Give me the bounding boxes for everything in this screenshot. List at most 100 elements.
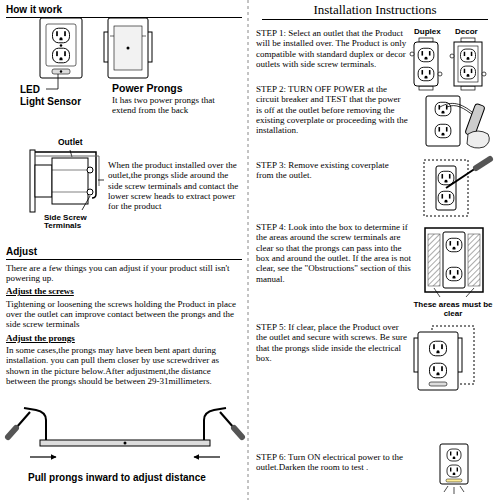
place-product-figure	[429, 382, 447, 386]
power-on-figure	[440, 444, 468, 494]
power-test-figure	[435, 124, 451, 138]
cover-plate-front	[53, 48, 70, 63]
prong-adjust-figure	[8, 428, 16, 437]
cover-plate-front	[60, 44, 63, 47]
cover-plate-front	[40, 18, 82, 78]
outlet-side-view	[82, 196, 90, 210]
power-test-figure	[447, 106, 474, 116]
clear-areas-figure	[428, 234, 440, 286]
clear-areas-figure	[468, 234, 480, 286]
outlet-side-view	[35, 156, 99, 186]
clear-areas-figure	[466, 288, 474, 297]
cover-plate-back	[110, 36, 114, 37]
place-product-figure	[414, 326, 474, 390]
power-on-figure	[444, 486, 448, 492]
outlet-side-view	[87, 167, 93, 173]
power-test-figure	[435, 102, 451, 116]
sub-heading: Adjust the screws	[6, 286, 74, 296]
prong-adjust-figure	[124, 442, 127, 445]
duplex-outlet	[419, 86, 433, 90]
power-on-figure	[447, 449, 461, 461]
outlet-side-view	[35, 165, 52, 197]
cover-plate-back	[114, 26, 142, 70]
prong-adjust-figure	[16, 412, 30, 428]
outlet-side-view	[52, 158, 88, 204]
part-name: Outlet	[58, 138, 83, 148]
section-heading: How it work	[6, 4, 242, 18]
power-on-figure	[447, 465, 461, 477]
power-test-figure	[467, 131, 489, 148]
column-divider	[248, 0, 249, 500]
decor-outlet	[458, 46, 478, 82]
outlet-type: Decor	[455, 27, 478, 36]
sub-heading: Adjust the prongs	[6, 333, 75, 343]
step-text: STEP 5: If clear, place the Product over…	[256, 322, 408, 363]
clear-areas-figure	[443, 232, 465, 288]
prong-adjust-figure	[204, 408, 226, 440]
cover-plate-front	[52, 69, 70, 74]
cover-plate-front	[46, 24, 76, 66]
decor-outlet	[461, 38, 475, 42]
power-on-figure	[446, 479, 462, 482]
part-note: When the product installed over the outl…	[108, 160, 244, 212]
duplex-outlet	[418, 67, 434, 81]
duplex-outlet	[414, 42, 438, 86]
decor-outlet	[461, 86, 475, 90]
figure-note: These areas must be clear	[412, 300, 494, 318]
cover-plate-back	[108, 18, 148, 78]
decor-outlet	[461, 66, 476, 79]
place-product-figure	[418, 332, 458, 390]
remove-plate-figure	[424, 159, 490, 216]
decor-outlet	[450, 38, 486, 90]
remove-plate-figure	[446, 168, 476, 188]
duplex-outlet	[410, 52, 414, 56]
part-name: Power Prongs	[112, 82, 183, 94]
place-product-figure	[430, 341, 447, 356]
column-divider	[248, 0, 249, 500]
step-text: STEP 6: Turn ON electrical power to the …	[256, 452, 408, 473]
duplex-outlet	[419, 38, 433, 42]
power-test-figure	[426, 96, 489, 148]
cover-plate-front	[60, 70, 62, 72]
power-on-figure	[454, 487, 455, 494]
clear-areas-figure	[434, 288, 440, 297]
outlet-side-view	[87, 189, 93, 195]
outlet-type: Duplex	[414, 27, 441, 36]
duplex-outlet	[418, 48, 434, 62]
duplex-outlet	[438, 72, 442, 76]
clear-areas-figure	[446, 238, 462, 252]
clear-areas-figure	[446, 267, 462, 281]
outlet-side-view	[52, 192, 88, 193]
step-text: STEP 1: Select an outlet that the Produc…	[256, 28, 408, 69]
section-heading: Installation Instructions	[262, 3, 488, 20]
cover-plate-back	[142, 36, 146, 37]
decor-outlet	[450, 54, 454, 58]
paragraph: Tightening or loosening the screws holdi…	[6, 299, 242, 330]
figure-caption: Pull prongs inward to adjust distance	[28, 472, 206, 484]
decor-outlet	[482, 72, 486, 76]
part-name: Light Sensor	[20, 96, 81, 108]
duplex-outlet	[410, 38, 442, 90]
cover-plate-back	[104, 18, 152, 78]
step-text: STEP 2: TURN OFF POWER at the circuit br…	[256, 84, 408, 136]
clear-areas-figure	[425, 228, 483, 297]
outlet-side-view	[30, 150, 104, 212]
step-text: STEP 3: Remove existing coverplate from …	[256, 160, 408, 181]
part-name: Side Screw Terminals	[44, 214, 88, 231]
decor-outlet	[454, 42, 482, 86]
cover-plate-front	[40, 18, 82, 78]
clear-areas-figure	[425, 228, 483, 292]
remove-plate-figure	[438, 191, 454, 205]
step-text: STEP 4: Look into the box to determine i…	[256, 222, 414, 284]
prong-adjust-figure	[30, 456, 56, 457]
prong-adjust-figure	[234, 428, 242, 437]
remove-plate-figure	[476, 159, 490, 168]
outlet-side-view	[35, 152, 96, 198]
leader-line	[46, 74, 58, 89]
part-note: It has two power prongs that extend from…	[112, 95, 237, 116]
prong-adjust-figure	[8, 408, 242, 457]
cover-plate-front	[53, 28, 70, 43]
outlet-side-view	[30, 150, 35, 212]
